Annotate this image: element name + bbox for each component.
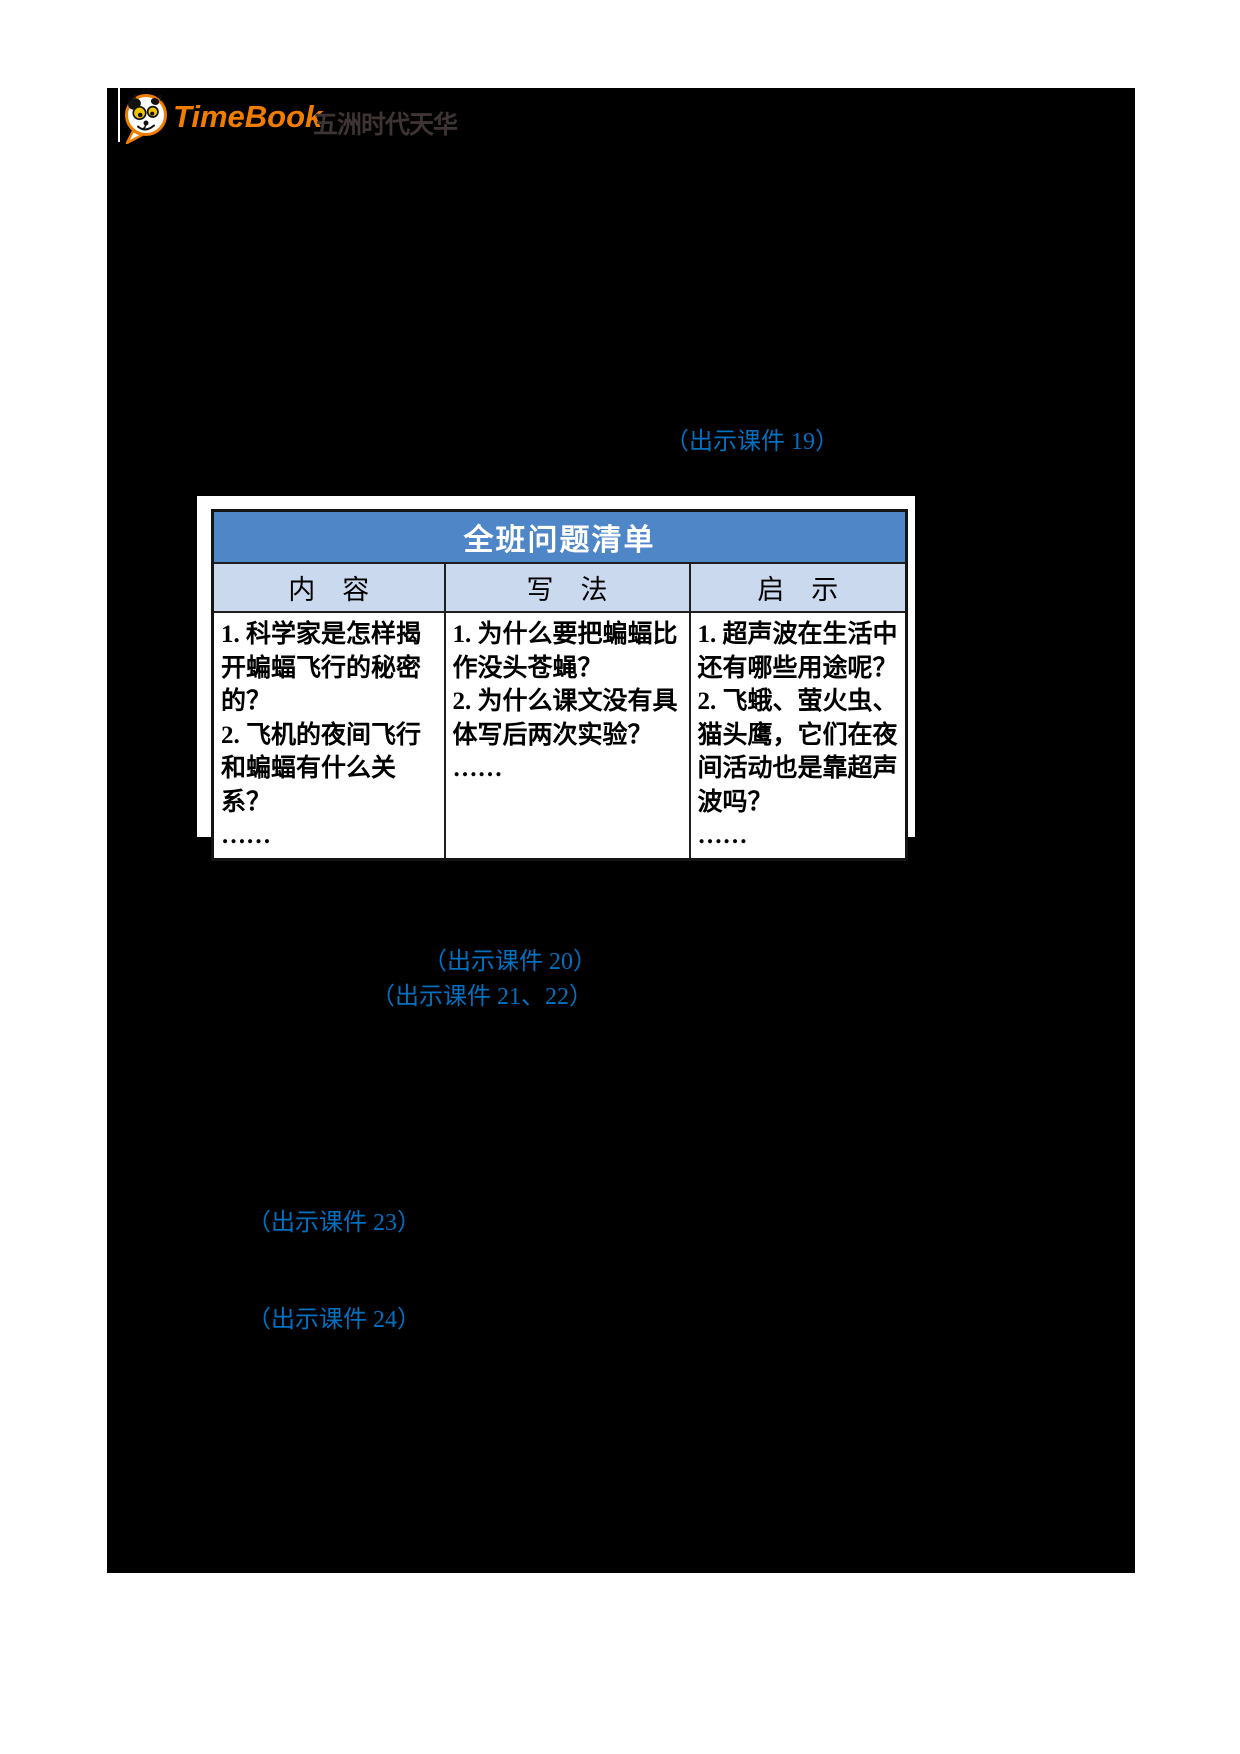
courseware-cue-21-22: （出示课件 21、22） — [371, 984, 593, 1010]
page-edge-line — [118, 88, 120, 142]
column-header-content: 内 容 — [211, 562, 446, 613]
page-content-area: TimeBook 五洲时代天华 （出示课件 19） 全班问题清单 内 容 写 法… — [107, 88, 1135, 1573]
dog-mascot-icon — [125, 94, 167, 144]
table-title: 全班问题清单 — [211, 509, 908, 564]
column-header-writing: 写 法 — [443, 562, 691, 613]
question-table-block: 全班问题清单 内 容 写 法 启 示 1. 科学家是怎样揭开蝙蝠飞行的秘密的？ … — [197, 496, 915, 861]
cell-content-questions: 1. 科学家是怎样揭开蝙蝠飞行的秘密的？ 2. 飞机的夜间飞行和蝙蝠有什么关系？… — [211, 611, 446, 860]
cell-writing-questions: 1. 为什么要把蝙蝠比作没头苍蝇？ 2. 为什么课文没有具体写后两次实验？ …… — [443, 611, 691, 860]
courseware-cue-19: （出示课件 19） — [665, 429, 839, 455]
courseware-cue-23: （出示课件 23） — [247, 1210, 421, 1236]
column-header-inspiration: 启 示 — [688, 562, 908, 613]
brand-name: TimeBook — [173, 99, 323, 134]
brand-suffix: 五洲时代天华 — [313, 111, 458, 139]
courseware-cue-24: （出示课件 24） — [247, 1307, 421, 1333]
question-table: 全班问题清单 内 容 写 法 启 示 1. 科学家是怎样揭开蝙蝠飞行的秘密的？ … — [211, 509, 909, 861]
cell-inspiration-questions: 1. 超声波在生活中还有哪些用途呢？ 2. 飞蛾、萤火虫、猫头鹰，它们在夜间活动… — [688, 611, 908, 860]
courseware-cue-20: （出示课件 20） — [423, 949, 597, 975]
